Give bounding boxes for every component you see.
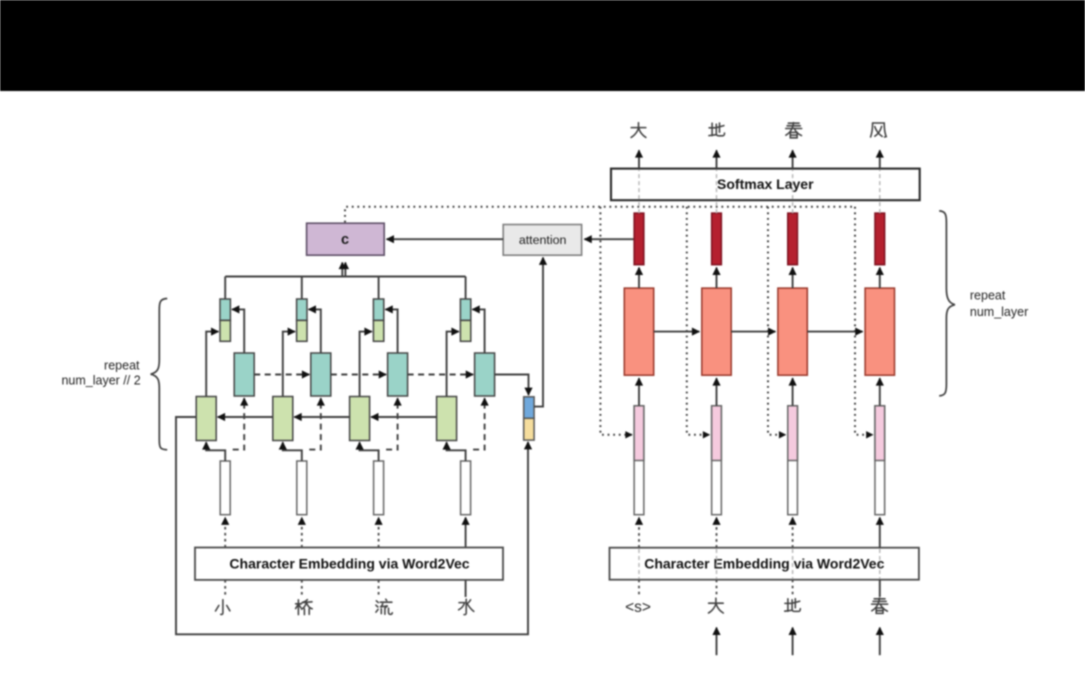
svg-text:repeat: repeat	[970, 288, 1006, 302]
svg-text:Character Embedding via Word2V: Character Embedding via Word2Vec	[644, 555, 884, 571]
svg-text:repeat: repeat	[104, 359, 140, 373]
svg-text:Character Embedding via Word2V: Character Embedding via Word2Vec	[229, 555, 469, 571]
svg-text:num_layer: num_layer	[970, 305, 1028, 319]
svg-text:attention: attention	[519, 233, 567, 247]
svg-text:c: c	[341, 232, 349, 248]
svg-text:<s>: <s>	[625, 599, 651, 616]
svg-text:num_layer // 2: num_layer // 2	[61, 374, 140, 388]
svg-text:Softmax Layer: Softmax Layer	[717, 176, 814, 192]
